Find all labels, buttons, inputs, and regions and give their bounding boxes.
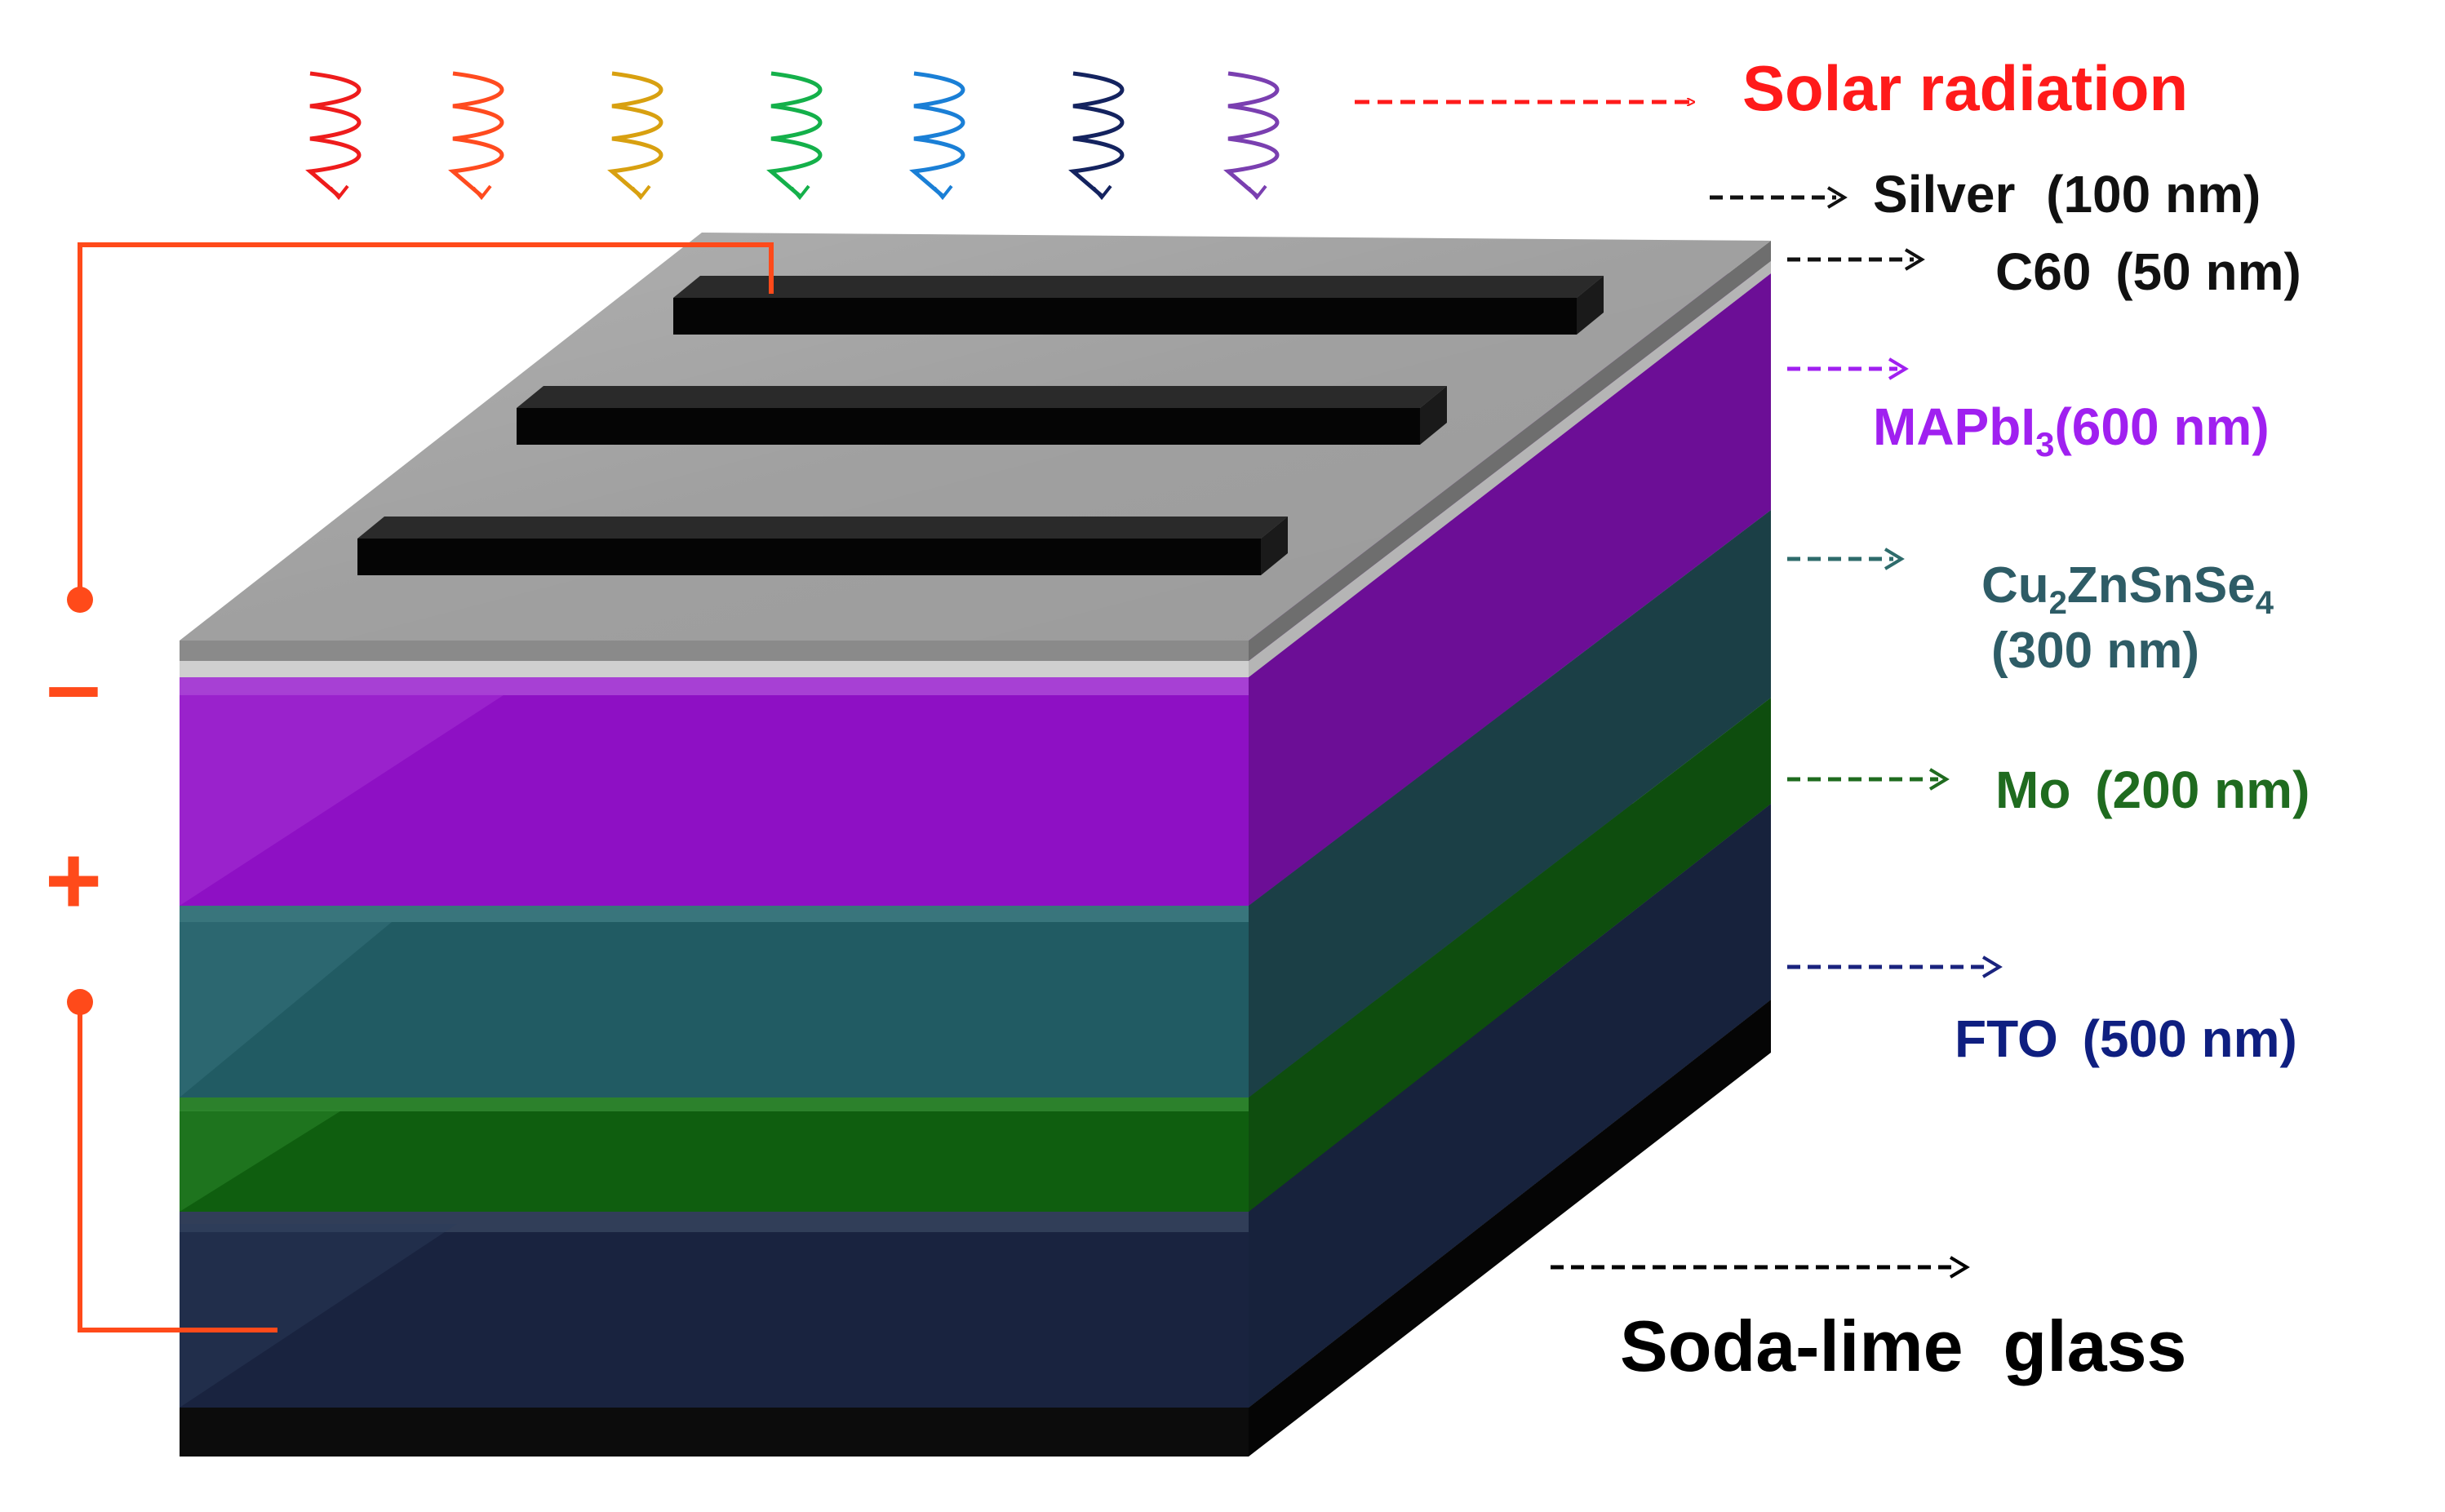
- silver-name: Silver: [1873, 165, 2015, 224]
- radiation-wave: [766, 71, 823, 201]
- silver-label-group: Silver (100 nm): [1710, 165, 2261, 224]
- contact-finger: [357, 517, 1288, 575]
- radiation-wave: [1223, 71, 1280, 201]
- c60-label: C60 (50 nm): [1995, 242, 2301, 301]
- radiation-wave: [305, 71, 362, 201]
- c60-thickness: (50 nm): [2115, 242, 2301, 301]
- c60-layer: [180, 261, 1771, 677]
- mo-thickness: (200 nm): [2095, 760, 2310, 819]
- glass-label: Soda-lime glass: [1620, 1306, 2186, 1386]
- fto-label-group: FTO (500 nm): [1787, 956, 2297, 1068]
- contact-finger: [517, 386, 1447, 445]
- contact-finger: [673, 276, 1604, 335]
- fto-thickness: (500 nm): [2083, 1009, 2297, 1068]
- solar-radiation-label: Solar radiation: [1742, 52, 2188, 124]
- radiation-wave: [448, 71, 504, 201]
- circuit-wire-bottom: [78, 1002, 277, 1332]
- czts-sub-b: 4: [2256, 585, 2274, 621]
- mapbi3-label-group: MAPbI3(600 nm): [1787, 357, 2270, 463]
- layer-stack: [180, 233, 1771, 1457]
- circuit-wire-top: [78, 242, 774, 600]
- c60-label-group: C60 (50 nm): [1787, 242, 2301, 301]
- fto-label: FTO (500 nm): [1955, 1009, 2297, 1068]
- czts-label: Cu2ZnSnSe4: [1981, 557, 2274, 621]
- mo-label: Mo (200 nm): [1995, 760, 2310, 819]
- fto-name: FTO: [1955, 1009, 2058, 1068]
- mapbi3-subscript: 3: [2035, 425, 2054, 463]
- silver-label: Silver (100 nm): [1873, 165, 2261, 224]
- czts-thickness: (300 nm): [1991, 623, 2199, 679]
- external-circuit: – +: [45, 242, 774, 1332]
- negative-sign: –: [47, 630, 101, 739]
- radiation-wave: [607, 71, 663, 201]
- mo-name: Mo: [1995, 760, 2070, 819]
- c60-name: C60: [1995, 242, 2091, 301]
- positive-sign: +: [45, 826, 102, 935]
- mapbi3-name: MAPbI: [1873, 397, 2035, 456]
- mo-label-group: Mo (200 nm): [1787, 760, 2310, 819]
- terminal-positive-dot: [67, 989, 93, 1015]
- czts-name-b: ZnSnSe: [2067, 557, 2256, 614]
- layer-labels: Silver (100 nm) C60 (50 nm) MAPbI3(600 n…: [1551, 165, 2310, 1386]
- terminal-negative-dot: [67, 587, 93, 613]
- solar-radiation: Solar radiation: [305, 52, 2188, 201]
- mapbi3-thickness: (600 nm): [2054, 397, 2269, 456]
- contact-fingers: [357, 276, 1604, 575]
- radiation-wave: [1068, 71, 1125, 201]
- czts-name-a: Cu: [1981, 557, 2049, 614]
- czts-sub-a: 2: [2049, 585, 2067, 621]
- silver-thickness: (100 nm): [2046, 165, 2261, 224]
- radiation-wave: [909, 71, 965, 201]
- czts-label-group: Cu2ZnSnSe4 (300 nm): [1787, 548, 2274, 679]
- glass-label-group: Soda-lime glass: [1551, 1256, 2186, 1386]
- mapbi3-label: MAPbI3(600 nm): [1873, 397, 2270, 463]
